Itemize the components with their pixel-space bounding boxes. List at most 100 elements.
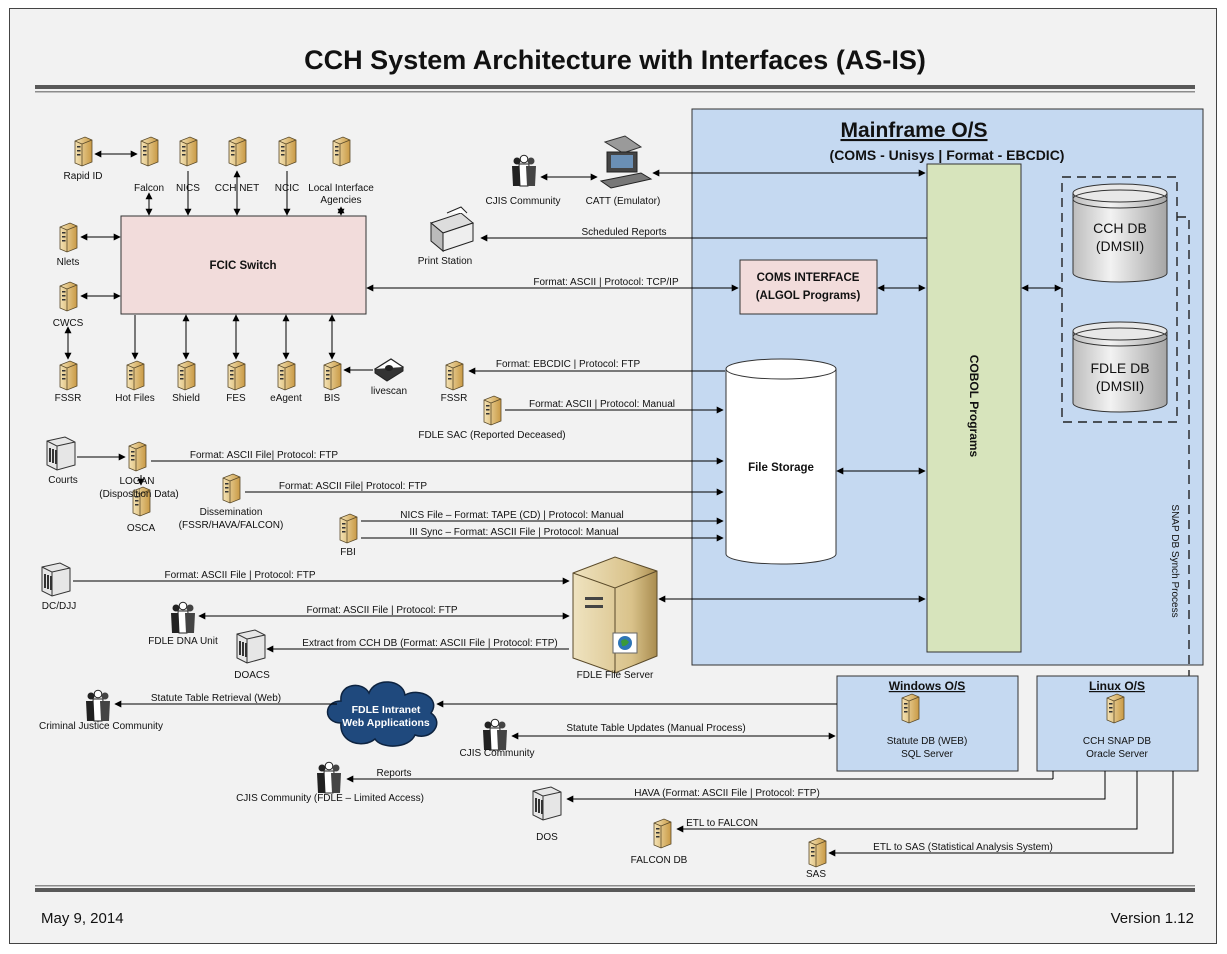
fes-server-icon bbox=[227, 360, 246, 391]
ncic-label: NCIC bbox=[275, 183, 299, 194]
linux-line2: Oracle Server bbox=[1086, 749, 1148, 760]
logan-label-2: (Disposition Data) bbox=[99, 489, 178, 500]
cobol-label: COBOL Programs bbox=[967, 355, 981, 458]
fdle-dna-people-icon bbox=[170, 601, 196, 634]
cch-net-label: CCH NET bbox=[215, 183, 259, 194]
fbi-server-icon bbox=[339, 513, 358, 544]
cobol-programs-box bbox=[926, 163, 1022, 653]
fdle-file-server-icon bbox=[572, 556, 658, 674]
fdle-file-server-label: FDLE File Server bbox=[577, 670, 654, 681]
nlets-server-icon bbox=[59, 222, 78, 253]
livescan-label: livescan bbox=[371, 386, 407, 397]
fssr-mid-server-icon bbox=[445, 360, 464, 391]
dc-djj-label: DC/DJJ bbox=[42, 601, 76, 612]
snap-sync-line bbox=[1177, 216, 1190, 677]
windows-os-box bbox=[836, 675, 1019, 772]
doacs-building-icon bbox=[236, 629, 266, 664]
flow-etl-sas: ETL to SAS (Statistical Analysis System) bbox=[873, 842, 1053, 853]
fcic-switch-label: FCIC Switch bbox=[209, 260, 276, 272]
falcon-db-label: FALCON DB bbox=[631, 855, 688, 866]
title-rule bbox=[35, 85, 1195, 89]
flow-nics-tape: NICS File – Format: TAPE (CD) | Protocol… bbox=[400, 510, 623, 521]
mainframe-subtitle: (COMS - Unisys | Format - EBCDIC) bbox=[830, 147, 1065, 163]
flow-ebcdic-ftp: Format: EBCDIC | Protocol: FTP bbox=[496, 359, 641, 370]
fdle-sac-server-icon bbox=[483, 395, 502, 426]
cwcs-server-icon bbox=[59, 281, 78, 312]
print-station-icon bbox=[429, 206, 475, 253]
windows-os-title: Windows O/S bbox=[889, 679, 966, 693]
linux-os-title: Linux O/S bbox=[1089, 679, 1145, 693]
footer-rule bbox=[35, 885, 1195, 887]
bis-label: BIS bbox=[324, 393, 340, 404]
flow-doacs-extract: Extract from CCH DB (Format: ASCII File … bbox=[302, 638, 557, 649]
file-storage-label: File Storage bbox=[748, 462, 814, 474]
logan-label-1: LOGAN bbox=[119, 476, 154, 487]
dos-label: DOS bbox=[536, 832, 558, 843]
nics-server-icon bbox=[179, 136, 198, 167]
shield-server-icon bbox=[177, 360, 196, 391]
nlets-label: Nlets bbox=[57, 257, 80, 268]
dc-djj-building-icon bbox=[41, 562, 71, 597]
local-interface-label-1: Local Interface bbox=[308, 183, 374, 194]
fdle-dna-label: FDLE DNA Unit bbox=[148, 636, 218, 647]
linux-os-box bbox=[1036, 675, 1199, 772]
fdle-intranet-cloud-icon bbox=[326, 681, 438, 747]
eagent-server-icon bbox=[277, 360, 296, 391]
file-storage-cylinder bbox=[725, 358, 837, 565]
flow-dna-ftp: Format: ASCII File | Protocol: FTP bbox=[307, 605, 458, 616]
sas-server-icon bbox=[808, 837, 827, 868]
flow-sac-manual: Format: ASCII | Protocol: Manual bbox=[529, 399, 675, 410]
local-interface-label-2: Agencies bbox=[320, 195, 361, 206]
fdle-db-cylinder bbox=[1072, 321, 1168, 413]
footer-date: May 9, 2014 bbox=[41, 910, 124, 927]
page-title: CCH System Architecture with Interfaces … bbox=[304, 45, 926, 75]
local-interface-server-icon bbox=[332, 136, 351, 167]
fbi-label: FBI bbox=[340, 547, 356, 558]
eagent-label: eAgent bbox=[270, 393, 302, 404]
sas-label: SAS bbox=[806, 869, 826, 880]
linux-line1: CCH SNAP DB bbox=[1083, 736, 1151, 747]
fdle-sac-label: FDLE SAC (Reported Deceased) bbox=[418, 430, 565, 441]
cch-db-line2: (DMSII) bbox=[1096, 238, 1144, 254]
flow-iii-sync: III Sync – Format: ASCII File | Protocol… bbox=[409, 527, 618, 538]
rapid-id-label: Rapid ID bbox=[64, 171, 103, 182]
intranet-line1: FDLE Intranet bbox=[352, 704, 421, 716]
cch-db-line1: CCH DB bbox=[1093, 220, 1147, 236]
catt-computer-icon bbox=[599, 135, 653, 189]
dissemination-label-2: (FSSR/HAVA/FALCON) bbox=[179, 520, 284, 531]
flow-logan-ftp: Format: ASCII File| Protocol: FTP bbox=[190, 450, 339, 461]
fdle-db-line2: (DMSII) bbox=[1096, 378, 1144, 394]
cjis-community-mid-label: CJIS Community bbox=[459, 748, 534, 759]
dos-building-icon bbox=[532, 786, 562, 821]
windows-line1: Statute DB (WEB) bbox=[887, 736, 968, 747]
dissemination-label-1: Dissemination bbox=[200, 507, 263, 518]
falcon-label: Falcon bbox=[134, 183, 164, 194]
fssr-mid-label: FSSR bbox=[441, 393, 468, 404]
catt-label: CATT (Emulator) bbox=[586, 196, 661, 207]
coms-interface-line2: (ALGOL Programs) bbox=[756, 290, 861, 302]
cjis-community-people-icon bbox=[511, 154, 537, 187]
snap-sync-label: SNAP DB Synch Process bbox=[1169, 504, 1180, 617]
snap-db-server-icon bbox=[1106, 693, 1125, 724]
coms-interface-box bbox=[739, 259, 878, 315]
courts-label: Courts bbox=[48, 475, 77, 486]
flow-etl-falcon: ETL to FALCON bbox=[686, 818, 758, 829]
slide: CCH System Architecture with Interfaces … bbox=[9, 8, 1217, 944]
doacs-label: DOACS bbox=[234, 670, 270, 681]
osca-label: OSCA bbox=[127, 523, 156, 534]
ncic-server-icon bbox=[278, 136, 297, 167]
fes-label: FES bbox=[226, 393, 246, 404]
dissemination-server-icon bbox=[222, 473, 241, 504]
flow-fcic-coms: Format: ASCII | Protocol: TCP/IP bbox=[533, 277, 679, 288]
flow-dcdjj-ftp: Format: ASCII File | Protocol: FTP bbox=[165, 570, 316, 581]
statute-db-server-icon bbox=[901, 693, 920, 724]
bis-server-icon bbox=[323, 360, 342, 391]
cwcs-label: CWCS bbox=[53, 318, 84, 329]
coms-interface-line1: COMS INTERFACE bbox=[757, 272, 860, 284]
cjis-limited-people-icon bbox=[316, 761, 342, 794]
footer-version: Version 1.12 bbox=[1111, 910, 1194, 927]
flow-reports: Reports bbox=[376, 768, 411, 779]
cjis-limited-label: CJIS Community (FDLE – Limited Access) bbox=[236, 793, 424, 804]
logan-server-icon bbox=[128, 441, 147, 472]
flow-statute-retrieval: Statute Table Retrieval (Web) bbox=[151, 693, 281, 704]
